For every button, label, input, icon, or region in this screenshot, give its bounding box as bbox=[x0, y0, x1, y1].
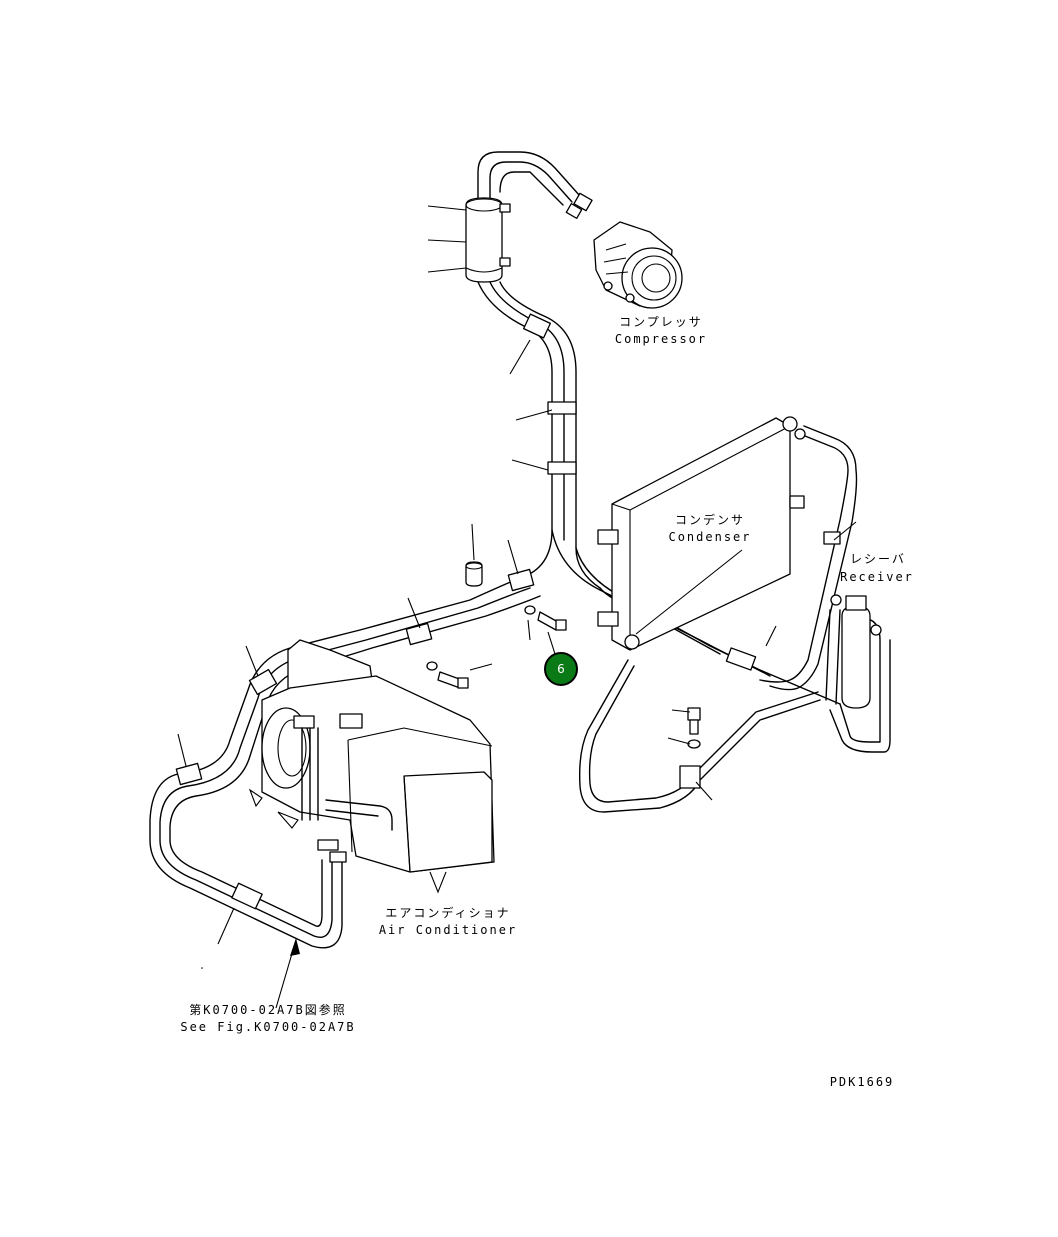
pipe-runs bbox=[149, 151, 891, 949]
air-conditioner-label-jp: エアコンディショナ bbox=[385, 906, 511, 920]
compressor-label-en: Compressor bbox=[614, 332, 708, 346]
compressor bbox=[565, 192, 683, 309]
part-callout-6[interactable]: 6 bbox=[544, 652, 578, 686]
air-conditioner-unit bbox=[248, 639, 495, 894]
receiver-label-en: Receiver bbox=[840, 570, 914, 584]
receiver bbox=[830, 594, 882, 709]
pipe-band-clamps bbox=[175, 313, 841, 910]
pipe-clamp-block bbox=[465, 197, 511, 283]
leader-lines bbox=[177, 205, 857, 1009]
condenser-label-jp: コンデンサ bbox=[674, 513, 745, 527]
condenser bbox=[597, 416, 806, 651]
figure-reference-label-jp: 第K0700-02A7B図参照 bbox=[189, 1003, 347, 1017]
compressor-label-jp: コンプレッサ bbox=[619, 315, 703, 329]
loose-hardware bbox=[426, 561, 701, 749]
air-conditioner-label-en: Air Conditioner bbox=[378, 923, 518, 937]
condenser-label-en: Condenser bbox=[668, 530, 752, 544]
drawing-code: PDK1669 bbox=[829, 1075, 895, 1089]
receiver-label-jp: レシーバ bbox=[850, 552, 906, 566]
figure-reference-label-en: See Fig.K0700-02A7B bbox=[180, 1020, 356, 1034]
